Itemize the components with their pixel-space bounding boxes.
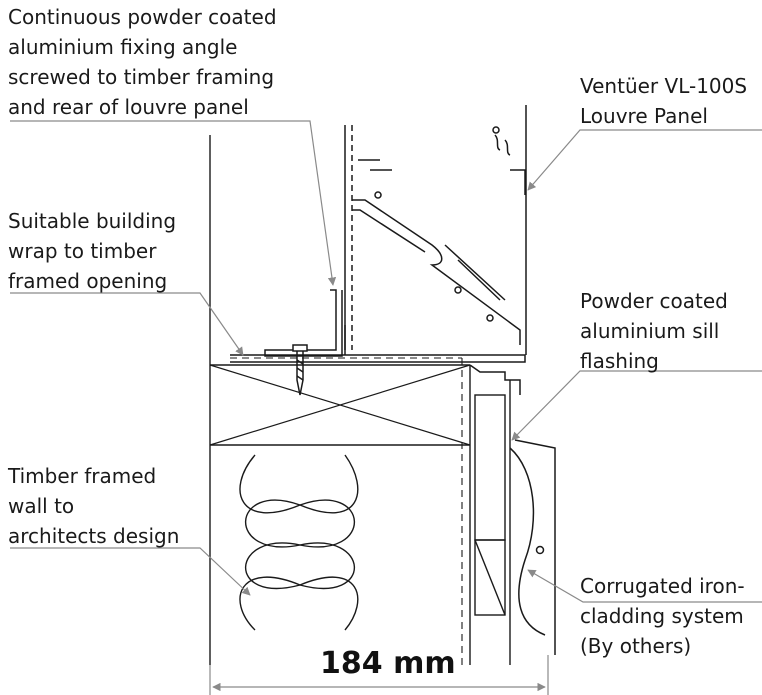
wall-linings: [469, 365, 511, 665]
callout-line: aluminium fixing angle: [8, 35, 238, 59]
callout-line: architects design: [8, 524, 180, 548]
callout-line: (By others): [580, 634, 692, 658]
leader-cladding: [527, 569, 762, 603]
louvre-panel: [344, 105, 527, 355]
callout-louvre-panel: Ventüer VL-100S Louvre Panel: [580, 71, 747, 131]
leader-sill-flashing: [511, 370, 762, 441]
dimension-line: [209, 655, 549, 695]
timber-frame: [209, 135, 470, 665]
callout-line: and rear of louvre panel: [8, 95, 249, 119]
callout-line: cladding system: [580, 604, 744, 628]
callout-line: Powder coated: [580, 289, 728, 313]
callout-line: flashing: [580, 349, 659, 373]
callout-line: Louvre Panel: [580, 104, 708, 128]
insulation-batts: [239, 454, 359, 631]
callout-timber-wall: Timber framed wall to architects design: [8, 461, 179, 551]
callout-line: Ventüer VL-100S: [580, 74, 748, 98]
callout-line: framed opening: [8, 269, 168, 293]
building-wrap: [230, 357, 463, 665]
callout-line: screwed to timber framing: [8, 65, 275, 89]
dimension-label: 184 mm: [320, 646, 456, 681]
callout-fixing-angle: Continuous powder coated aluminium fixin…: [8, 2, 277, 122]
callout-cladding: Corrugated iron- cladding system (By oth…: [580, 571, 745, 661]
callout-line: Timber framed: [8, 464, 157, 488]
callout-line: Corrugated iron-: [580, 574, 745, 598]
leader-lines: [10, 120, 762, 603]
callout-line: wrap to timber: [8, 239, 157, 263]
leader-louvre-panel: [527, 129, 762, 191]
callout-building-wrap: Suitable building wrap to timber framed …: [8, 206, 176, 296]
fixing-angle: [264, 289, 343, 396]
corrugated-cladding: [509, 439, 556, 655]
callout-sill-flashing: Powder coated aluminium sill flashing: [580, 286, 728, 376]
leader-building-wrap: [10, 292, 244, 356]
callout-line: wall to: [8, 494, 75, 518]
callout-line: Continuous powder coated: [8, 5, 277, 29]
leader-fixing-angle: [10, 120, 337, 286]
callout-line: aluminium sill: [580, 319, 720, 343]
leader-timber-wall: [10, 547, 251, 596]
callout-line: Suitable building: [8, 209, 177, 233]
timber-sill-member: [209, 364, 471, 446]
